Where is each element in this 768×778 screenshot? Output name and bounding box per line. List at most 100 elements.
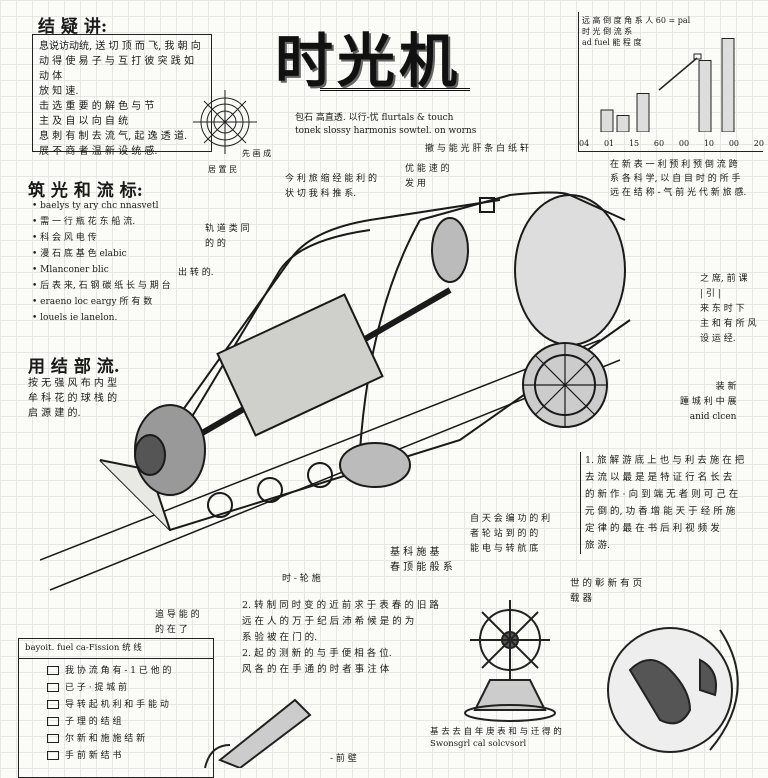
callout-line: 来 东 时 下: [700, 304, 745, 314]
callout-line: 远 在 人 的 万 于 纪 后 沛 希 候 是 的 为: [242, 616, 415, 627]
callout-line: 春 顶 能 般 系: [390, 562, 453, 573]
callout: 优 能 速 的发 用: [405, 162, 450, 192]
checklist-item[interactable]: 已 子 · 提 城 前: [47, 680, 185, 697]
callout-line: 者 轮 站 到 的 的: [470, 529, 539, 539]
callout-line: 在 新 表 一 利 预 利 预 倒 流 跨: [610, 160, 738, 170]
note-line: 放 知 速.: [39, 86, 79, 97]
callout: 自 天 会 编 功 的 利者 轮 站 到 的 的能 电 与 转 航 底: [470, 512, 550, 557]
chart-tick-label: 01: [603, 139, 615, 148]
callout-line: 1. 旅 解 游 底 上 也 与 利 去 施 在 把: [585, 455, 745, 466]
callout-line: 系 各 科 学, 以 自 目 时 的 所 手: [610, 174, 741, 184]
callout: 基 科 施 基春 顶 能 般 系: [390, 545, 453, 575]
callout-line: 优 能 速 的: [405, 164, 450, 174]
callout: 装 新踵 城 利 中 展 anid clcen: [680, 380, 736, 425]
page-title: 时光机: [275, 27, 462, 95]
checklist-item[interactable]: 尔 新 和 施 施 结 新: [47, 731, 185, 748]
list-item: • Mlanconer blic: [32, 265, 109, 275]
checklist-box: bayoit. fuel ca-Fission 统 线 我 协 流 角 有 - …: [18, 638, 214, 778]
subtitle: 包石 高直透. 以行-忧 flurtals & touch tonek slos…: [295, 112, 476, 138]
callout-line: 定 律 的 最 在 书 后 利 视 频 发: [585, 523, 720, 534]
callout-line: 装 新: [715, 382, 737, 392]
checklist-header: bayoit. fuel ca-Fission 统 线: [19, 639, 213, 659]
checklist-item[interactable]: 我 协 流 角 有 - 1 已 他 的: [47, 663, 185, 680]
callout-line: 自 天 会 编 功 的 利: [470, 514, 551, 524]
compass-label: 居 置 民: [208, 165, 238, 174]
list-item: • 漫 石 底 基 色 elabic: [32, 249, 127, 259]
checkbox[interactable]: [47, 666, 59, 675]
callout-line: 发 用: [405, 179, 426, 189]
list-item: • eraeno loc eargy 所 有 数: [32, 297, 153, 307]
time-machine-illustration: [40, 191, 631, 591]
callout-line: 的 在 了: [155, 625, 188, 635]
chart-tick-label: 00: [678, 139, 690, 148]
subtitle-line: 包石 高直透. 以行-忧 flurtals & touch: [295, 113, 454, 123]
callout-line: Swonsgrl cal solcvsorl: [430, 739, 527, 749]
checklist-item[interactable]: 子 理 的 结 组: [47, 714, 185, 731]
callout: 2. 转 制 同 时 变 的 近 前 求 于 表 春 的 旧 路远 在 人 的 …: [242, 598, 439, 678]
chart-bar: [721, 38, 735, 132]
callout-line: 的 的: [205, 239, 226, 249]
callout-line: anid clcen: [689, 412, 737, 422]
note-line: 牟 科 花 的 球 栈 的: [28, 393, 118, 404]
note-line: 展 不 商 者 温 新 设 统 感.: [39, 146, 158, 157]
callout-line: 踵 城 利 中 展: [680, 397, 737, 407]
callout-line: 2. 起 的 测 新 的 与 手 便 相 各 位.: [242, 648, 392, 659]
chart-caption-line: 远 高 倒 度 角 系 人 60 = pal: [582, 16, 691, 25]
top-left-notes: 息说访动统, 送 切 顶 而 飞, 我 朝 向 动 得 使 易 子 与 互 打 …: [32, 34, 212, 157]
top-left-heading: 结 疑 讲:: [38, 17, 108, 37]
chart-caption: 远 高 倒 度 角 系 人 60 = pal 时 光 倒 流 系 ad fuel…: [579, 12, 763, 51]
checklist-item[interactable]: 手 前 新 结 书: [47, 748, 185, 765]
callout-box: 1. 旅 解 游 底 上 也 与 利 去 施 在 把去 流 以 最 是 是 特 …: [580, 452, 744, 554]
chart: 远 高 倒 度 角 系 人 60 = pal 时 光 倒 流 系 ad fuel…: [578, 12, 764, 152]
callout: 时 - 轮 施: [282, 574, 321, 584]
note-line: 击 选 重 要 的 解 色 与 节: [39, 101, 155, 112]
chart-tick-label: 15: [628, 139, 640, 148]
callout-line: 基 去 去 自 年 庚 表 和 与 迁 得 的: [430, 727, 562, 737]
list-item: • 需 一 行 瓶 花 东 船 流.: [32, 217, 136, 227]
note-line: 启 源 建 的.: [28, 408, 81, 419]
note-line: 主 及 自 以 向 自 统: [39, 116, 129, 127]
callout-line: 风 各 的 在 手 通 的 时 者 事 注 体: [242, 664, 390, 675]
checkbox[interactable]: [47, 734, 59, 743]
callout: 之 席, 前 课| 引 |来 东 时 下主 和 有 所 风设 运 经.: [700, 272, 756, 347]
callout-line: 能 电 与 转 航 底: [470, 544, 539, 554]
callout-line: 主 和 有 所 风: [700, 319, 757, 329]
left-mid-notes: 按 无 强 风 布 内 型 牟 科 花 的 球 栈 的 启 源 建 的.: [28, 376, 117, 421]
callout: 追 导 能 的的 在 了: [155, 608, 200, 638]
subtitle-line: tonek slossy harmonis sowtel. on worns: [295, 126, 477, 136]
callout-line: 远 在 结 称 - 气 前 光 代 新 旅 感.: [610, 188, 747, 198]
left-mid-heading: 用 结 部 流.: [28, 357, 120, 377]
note-line: 动 得 使 易 子 与 互 打 彼 突 践 如 动 体: [39, 56, 194, 82]
title-underline: [320, 88, 470, 94]
chart-bar: [636, 93, 650, 132]
callout-line: 元 倒 的, 功 香 增 能 天 于 经 所 施: [585, 506, 736, 517]
chart-bar: [698, 60, 712, 132]
ship-wheel-icon: [464, 600, 556, 722]
left-list-heading: 筑 光 和 流 标:: [28, 181, 143, 201]
chart-tick-label: 04: [579, 139, 590, 148]
callout-line: 旅 游.: [585, 540, 611, 551]
checklist-item[interactable]: 导 转 起 机 利 和 手 能 动: [47, 697, 185, 714]
note-line: 息说访动统, 送 切 顶 而 飞, 我 朝 向: [39, 41, 201, 52]
callout-line: 去 流 以 最 是 是 特 证 行 名 长 去: [585, 472, 733, 483]
callout-line: 载 器: [570, 593, 593, 604]
callout-line: 设 运 经.: [700, 334, 736, 344]
compass-rose-icon: [193, 90, 257, 154]
callout-line: | 引 |: [700, 289, 721, 299]
note-line: 息 刺 有 制 去 流 气, 起 逸 透 道.: [39, 131, 188, 142]
callout: 出 转 的.: [178, 268, 214, 278]
callout: 在 新 表 一 利 预 利 预 倒 流 跨系 各 科 学, 以 自 目 时 的 …: [610, 158, 746, 200]
list-item: • 科 会 风 电 传: [32, 233, 97, 243]
chart-tick-label: 20: [753, 139, 764, 148]
checkbox[interactable]: [47, 683, 59, 692]
callout-line: 状 切 我 科 推 系.: [285, 189, 357, 199]
note-line: 按 无 强 风 布 内 型: [28, 378, 118, 389]
callout: 世 的 彰 新 有 页载 器: [570, 576, 642, 606]
chart-bar: [616, 115, 630, 132]
globe-icon: [607, 627, 739, 753]
checkbox[interactable]: [47, 751, 59, 760]
checkbox[interactable]: [47, 717, 59, 726]
checkbox[interactable]: [47, 700, 59, 709]
callout-line: 的 新 作 · 向 到 端 无 者 则 可 己 在: [585, 489, 739, 500]
